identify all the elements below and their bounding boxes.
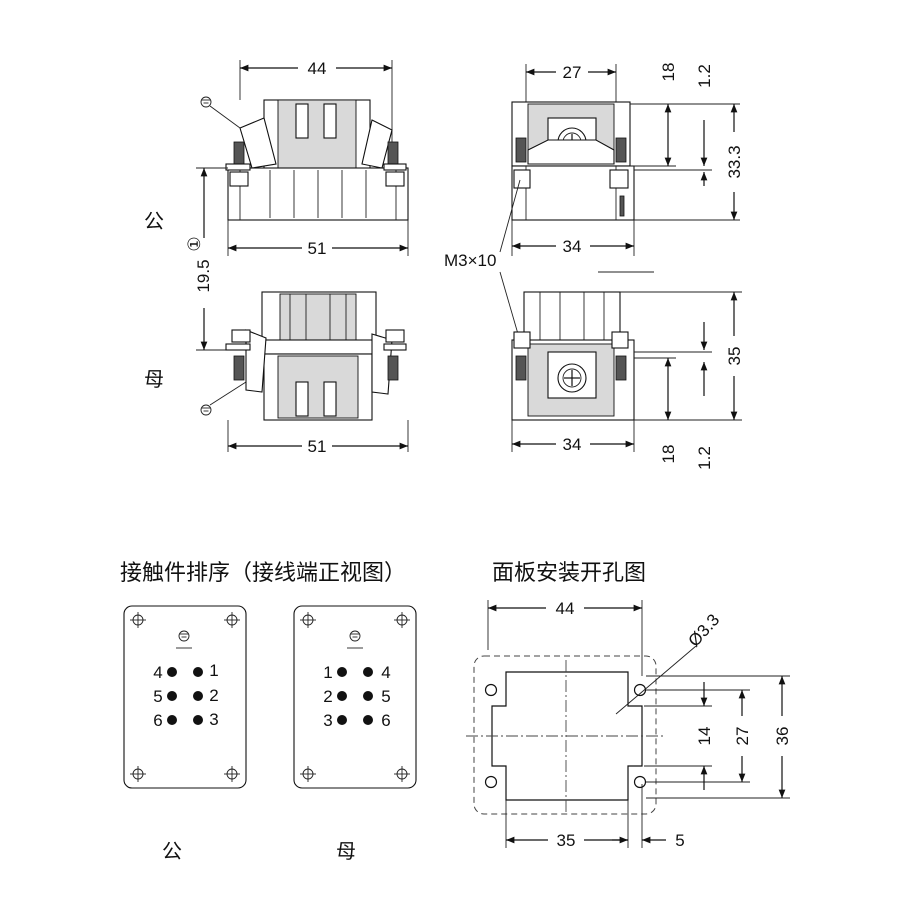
male-pin [167, 667, 177, 677]
dim-19-5: 19.5 ① [185, 167, 228, 351]
dim-18-female-label: 18 [659, 445, 678, 464]
male-pin-number: 2 [209, 686, 218, 705]
female-pin [337, 667, 347, 677]
dim-35-cutout-label: 35 [557, 831, 576, 850]
panel-cutout-title: 面板安装开孔图 [492, 561, 646, 586]
male-pin [193, 691, 203, 701]
female-pin-number: 6 [381, 711, 390, 730]
female-front-view: 51 [200, 291, 409, 456]
female-pin [363, 715, 373, 725]
dim-1-2-male-label: 1.2 [695, 64, 714, 88]
male-pin-number: 5 [153, 687, 162, 706]
female-pin [363, 691, 373, 701]
female-pin-number: 2 [323, 687, 332, 706]
contact-layout-female: 1 4 2 5 3 6 [293, 605, 417, 789]
male-pin [193, 715, 203, 725]
male-pin-number: 1 [209, 661, 218, 680]
contact-layout-male: 4 1 5 2 6 3 [123, 605, 247, 789]
dim-33-3-label: 33.3 [725, 145, 744, 178]
dim-36-label: 36 [773, 727, 792, 746]
contact-layout-title: 接触件排序（接线端正视图） [120, 561, 406, 586]
dim-35-side-label: 35 [725, 347, 744, 366]
male-caption: 公 [162, 839, 182, 863]
male-pin [193, 667, 203, 677]
male-pin-number: 6 [153, 711, 162, 730]
female-caption: 母 [336, 839, 356, 863]
dim-1-2-female-label: 1.2 [695, 446, 714, 470]
female-pin-number: 5 [381, 687, 390, 706]
dim-34-male-label: 34 [563, 237, 582, 256]
dim-27-label: 27 [563, 63, 582, 82]
female-pin-number: 4 [381, 663, 390, 682]
male-front-view: 44 51 [200, 59, 409, 258]
dim-5-label: 5 [675, 831, 684, 850]
female-pin [337, 691, 347, 701]
dim-hole-label: Ø3.3 [685, 610, 724, 650]
male-side-view: 27 34 18 1.2 33.3 [511, 63, 744, 256]
dim-51-male-label: 51 [308, 239, 327, 258]
screw-callout: M3×10 [444, 179, 521, 335]
male-pin-number: 3 [209, 710, 218, 729]
female-pin [363, 667, 373, 677]
dim-14-label: 14 [695, 727, 714, 746]
dim-19-5-label: 19.5 [194, 259, 213, 292]
female-label-top: 母 [144, 367, 164, 391]
earth-icon [347, 630, 363, 649]
male-pin [167, 715, 177, 725]
male-label-top: 公 [144, 209, 164, 233]
panel-cutout-drawing: 44 Ø3.3 14 27 36 35 5 [466, 599, 792, 850]
dim-27-cutout-label: 27 [733, 727, 752, 746]
dim-34-female-label: 34 [563, 435, 582, 454]
female-pin-number: 1 [323, 663, 332, 682]
dim-44-label: 44 [308, 59, 327, 78]
screw-label: M3×10 [444, 251, 496, 270]
dim-51-female-label: 51 [308, 437, 327, 456]
earth-icon [176, 630, 192, 649]
dim-19-5-note: ① [185, 236, 204, 251]
male-pin [167, 691, 177, 701]
dim-44-cutout-label: 44 [556, 599, 575, 618]
female-side-view: 34 35 18 1.2 [511, 291, 744, 470]
dim-18-male-label: 18 [659, 63, 678, 82]
male-pin-number: 4 [153, 663, 162, 682]
female-pin [337, 715, 347, 725]
female-pin-number: 3 [323, 711, 332, 730]
